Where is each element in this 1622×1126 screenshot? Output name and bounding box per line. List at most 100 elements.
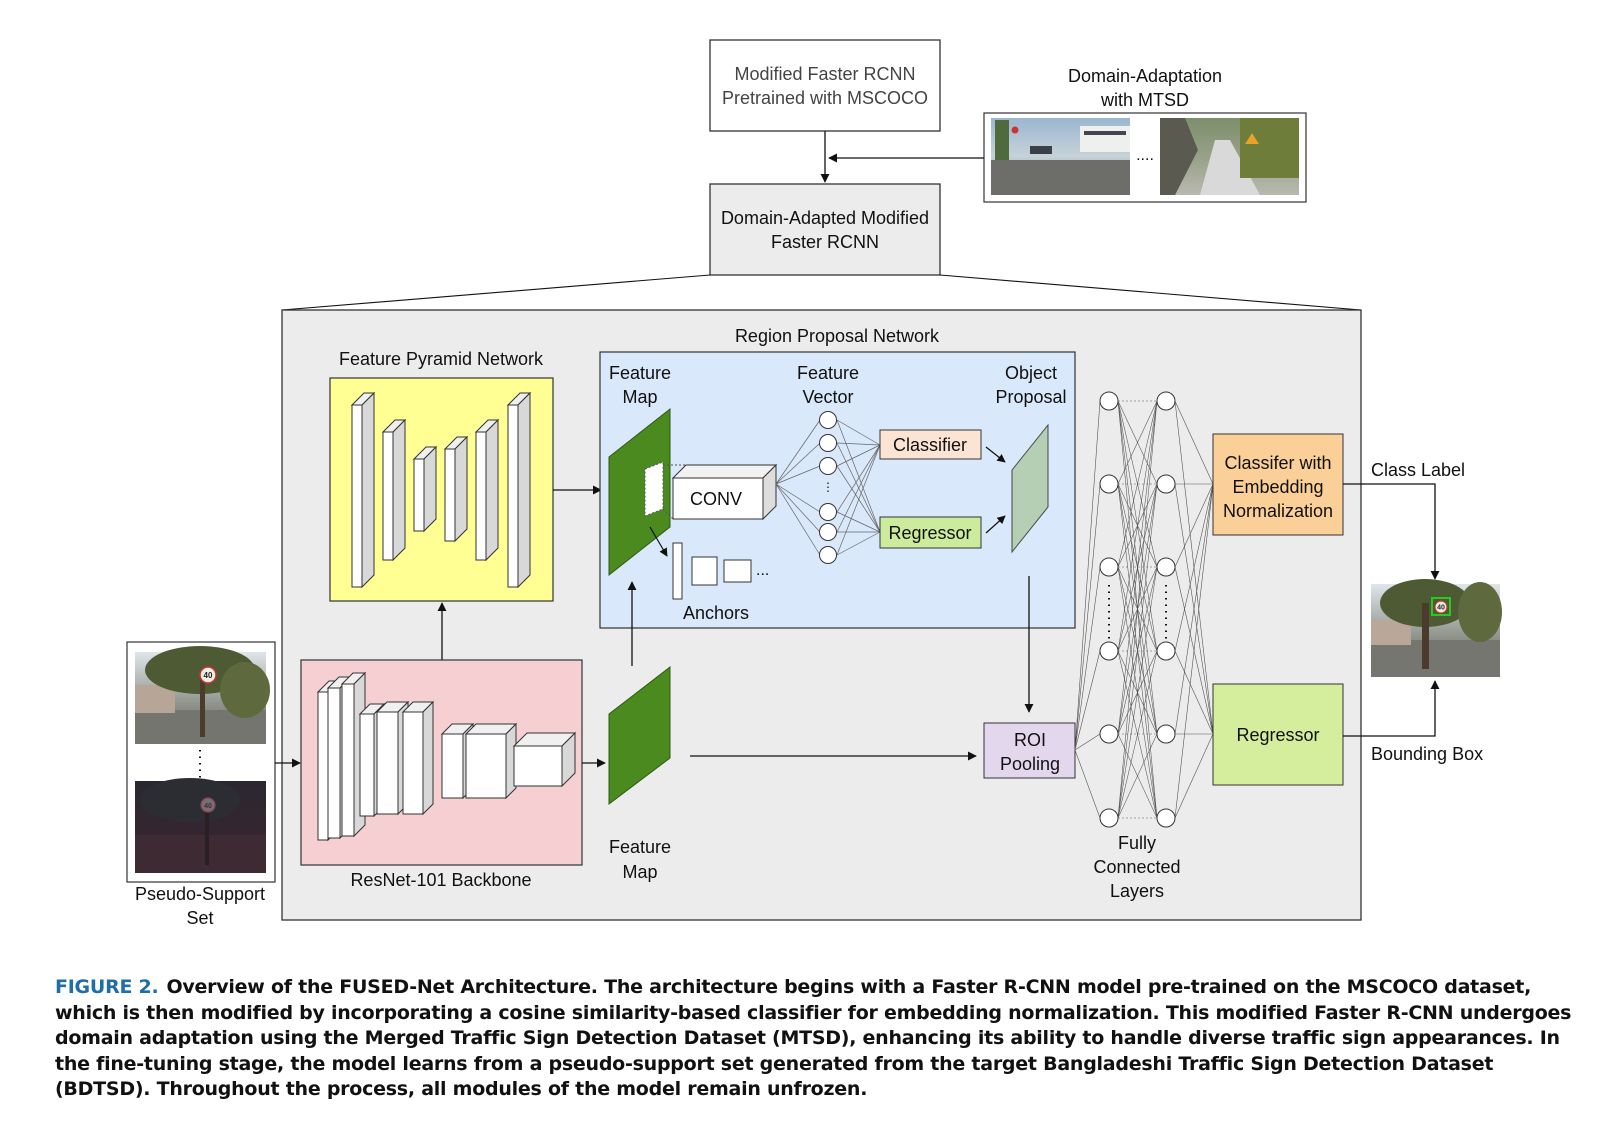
fc-node <box>1099 474 1119 494</box>
figure-caption-text: Overview of the FUSED-Net Architecture. … <box>55 976 1572 1100</box>
fv-input-line <box>775 483 821 513</box>
fc-output-line <box>1174 483 1214 819</box>
fc-label-2: Connected <box>1093 857 1180 877</box>
fc-node <box>1099 391 1119 411</box>
fv-input-line <box>775 442 821 485</box>
feature-vector-node <box>819 546 837 564</box>
fc-connections <box>1074 400 1214 819</box>
mtsd-ellipsis: .... <box>1136 147 1154 164</box>
output-detection-image: 40 <box>1371 579 1502 677</box>
fc-line <box>1117 400 1158 735</box>
adapted-line-1: Domain-Adapted Modified <box>721 208 929 228</box>
figure-label: FIGURE 2. <box>55 976 159 998</box>
fc-node <box>1156 808 1176 828</box>
fv-output-line <box>836 511 881 533</box>
anchors-ellipsis: ... <box>756 562 769 579</box>
feature-vector-label-2: Vector <box>802 387 853 407</box>
roi-label-2: Pooling <box>1000 754 1060 774</box>
fc-node <box>1156 557 1176 577</box>
fc-output-line <box>1174 650 1214 735</box>
class-label-text: Class Label <box>1371 460 1465 480</box>
feature-vector-connections <box>775 419 881 556</box>
pseudo-support-image-2: 40 <box>135 778 266 873</box>
backbone-block <box>464 722 518 800</box>
pretrained-line-2: Pretrained with MSCOCO <box>722 88 928 108</box>
object-proposal-label-1: Object <box>1005 363 1057 383</box>
pseudo-sign-text-1: 40 <box>204 671 213 680</box>
mtsd-image-2 <box>1160 118 1299 195</box>
pseudo-support-set: 40 40 Pseudo-Support Set <box>126 641 276 928</box>
fpn-block <box>474 418 500 562</box>
fc-line <box>1117 400 1158 652</box>
fc-node <box>1099 724 1119 744</box>
fc-output-line <box>1174 483 1214 568</box>
fc-line <box>1117 400 1158 568</box>
final-regressor-box: Regressor <box>1212 683 1344 786</box>
feature-vector-node <box>819 503 837 521</box>
fused-net-architecture-diagram: Modified Faster RCNN Pretrained with MSC… <box>126 39 1502 928</box>
fpn-title: Feature Pyramid Network <box>339 349 544 369</box>
fc-nodes <box>1099 391 1176 828</box>
rpn-classifier: Classifier <box>879 429 982 460</box>
backbone-blocks <box>316 671 577 842</box>
bounding-box-text: Bounding Box <box>1371 744 1483 764</box>
feature-vector-node <box>819 457 837 475</box>
output-bounding-box <box>1431 597 1451 616</box>
fc-node <box>1099 808 1119 828</box>
pseudo-support-image-1: 40 <box>135 646 270 744</box>
rpn-title: Region Proposal Network <box>735 326 940 346</box>
figure-caption: FIGURE 2.Overview of the FUSED-Net Archi… <box>55 975 1575 1103</box>
object-proposal-label-2: Proposal <box>995 387 1066 407</box>
pretrained-box: Modified Faster RCNN Pretrained with MSC… <box>709 39 941 132</box>
backbone-block <box>512 731 577 788</box>
fv-output-line <box>836 444 881 533</box>
fc-line <box>1117 733 1158 819</box>
fc-input-line <box>1074 483 1101 751</box>
pseudo-support-label-2: Set <box>186 908 213 928</box>
fc-node <box>1156 641 1176 661</box>
arrow-classifier-to-proposal <box>985 446 1006 463</box>
mtsd-image-1 <box>991 118 1130 195</box>
feature-vector-node <box>819 434 837 452</box>
fc-input-line <box>1074 733 1101 751</box>
fv-output-line <box>836 531 881 556</box>
fv-input-line <box>775 483 821 556</box>
classifier-embed-line-2: Embedding <box>1232 477 1323 497</box>
classifier-embedding-box: Classifer with Embedding Normalization <box>1212 433 1344 536</box>
feature-vector-label-1: Feature <box>797 363 859 383</box>
output-sign-text: 40 <box>1437 605 1445 612</box>
bottom-feature-map <box>608 665 671 806</box>
conv-block: CONV <box>671 463 778 521</box>
mtsd-image-strip: .... <box>983 112 1307 203</box>
pseudo-sign-text-2: 40 <box>204 803 212 810</box>
anchors-label: Anchors <box>683 603 749 623</box>
fc-line <box>1117 400 1158 819</box>
backbone-block <box>401 700 435 816</box>
fc-output-line <box>1174 733 1214 819</box>
fc-output-line <box>1174 483 1214 652</box>
fc-node <box>1156 724 1176 744</box>
feature-vector-node <box>819 411 837 429</box>
fpn-block <box>506 391 532 589</box>
backbone-title: ResNet-101 Backbone <box>350 870 531 890</box>
domain-adaptation-line-1: Domain-Adaptation <box>1068 66 1222 86</box>
classifier-embed-line-3: Normalization <box>1223 501 1333 521</box>
fc-output-line <box>1174 400 1214 485</box>
feature-vector-node <box>819 523 837 541</box>
roi-pooling: ROI Pooling <box>983 722 1076 779</box>
domain-adapted-box: Domain-Adapted Modified Faster RCNN <box>709 183 941 276</box>
fpn-block <box>443 435 469 543</box>
fv-output-line <box>836 465 881 533</box>
fc-label-1: Fully <box>1118 833 1156 853</box>
fc-node <box>1156 391 1176 411</box>
fpn-blocks <box>350 391 532 589</box>
fc-line <box>1117 650 1158 819</box>
fv-output-line <box>836 444 881 513</box>
anchors: ... Anchors <box>672 542 769 623</box>
fc-line <box>1117 483 1158 819</box>
zoom-line-right <box>939 274 1362 311</box>
conv-label: CONV <box>690 489 742 509</box>
fv-output-line <box>836 444 881 467</box>
rpn-classifier-label: Classifier <box>893 435 967 455</box>
fv-output-line <box>836 442 881 533</box>
